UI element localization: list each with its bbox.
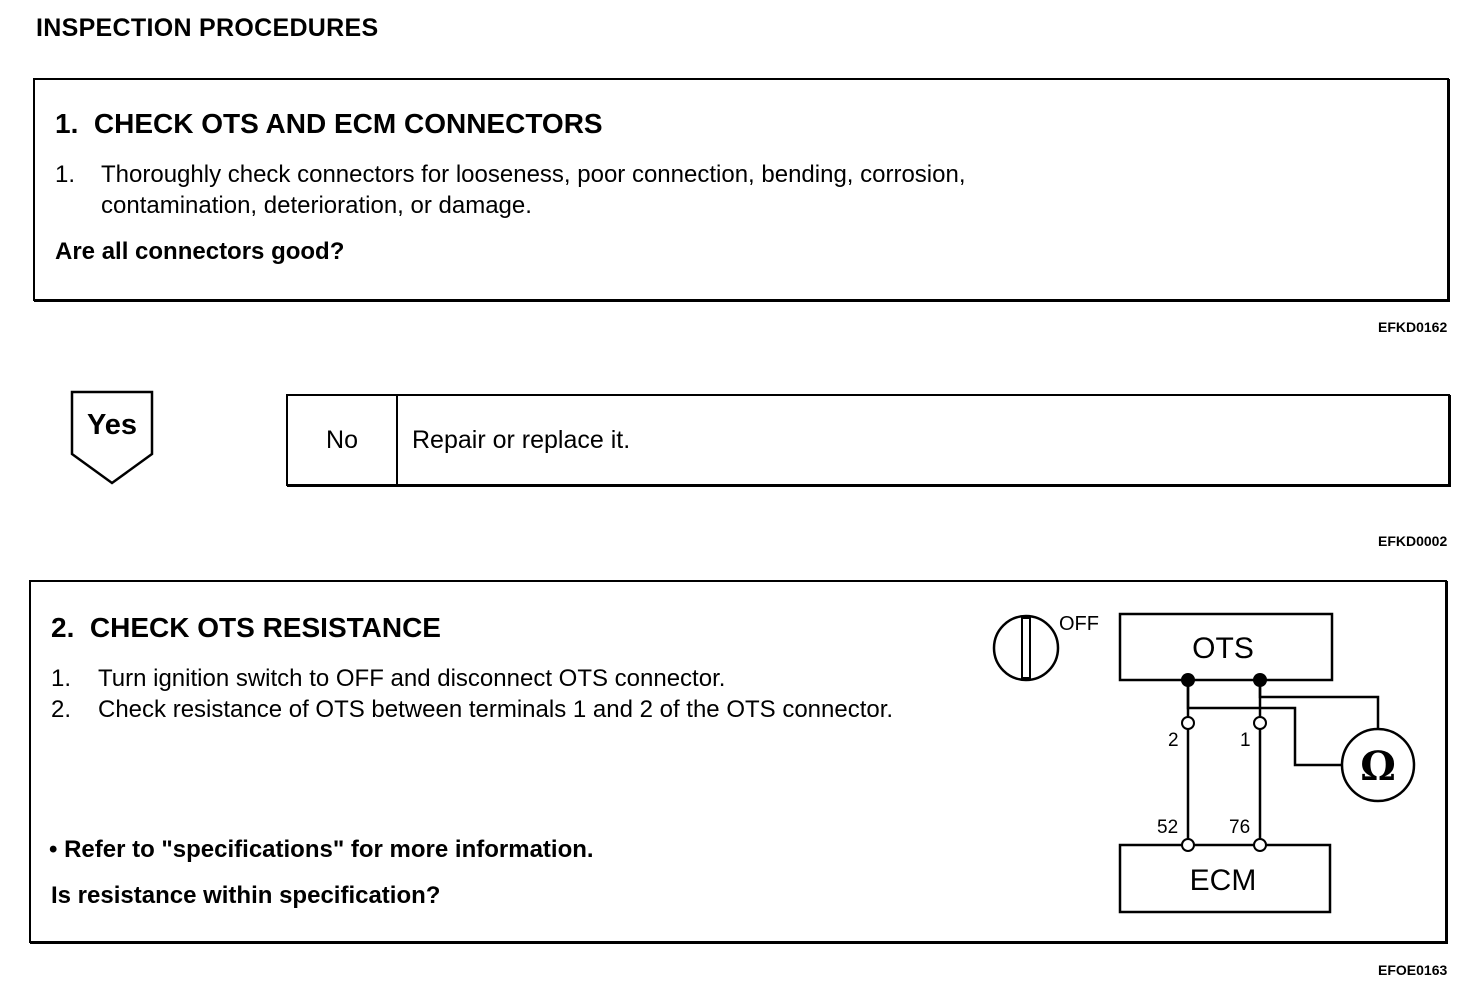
step2-item1-text: Turn ignition switch to OFF and disconne… bbox=[98, 665, 726, 692]
step1-item-number: 1. bbox=[55, 161, 76, 188]
ignition-switch-icon bbox=[992, 614, 1060, 682]
step2-figure-code: EFOE0163 bbox=[1378, 962, 1448, 978]
probe-dot-b bbox=[1253, 673, 1267, 687]
ohmmeter-icon bbox=[1340, 727, 1416, 803]
ots-wiring-diagram: OFF OTS ECM 2 1 52 76 Ω bbox=[992, 612, 1416, 914]
yes-label: Yes bbox=[87, 409, 137, 441]
step2-note: • Refer to "specifications" for more inf… bbox=[49, 836, 594, 863]
ots-terminal-2 bbox=[1181, 716, 1195, 730]
step1-box: 1. CHECK OTS AND ECM CONNECTORS 1. Thoro… bbox=[33, 78, 1449, 301]
ots-pin-label-2: 2 bbox=[1168, 730, 1179, 751]
step1-question: Are all connectors good? bbox=[55, 238, 345, 265]
no-label: No bbox=[288, 396, 398, 484]
page-title: INSPECTION PROCEDURES bbox=[36, 14, 379, 42]
switch-off-label: OFF bbox=[1059, 613, 1099, 635]
step1-figure-code: EFKD0162 bbox=[1378, 319, 1448, 335]
ecm-terminal-52 bbox=[1181, 838, 1195, 852]
step2-item2-number: 2. bbox=[51, 696, 72, 723]
wires bbox=[1186, 680, 1380, 840]
probe-dot-a bbox=[1181, 673, 1195, 687]
ots-component-box bbox=[1118, 612, 1334, 682]
step2-item1-number: 1. bbox=[51, 665, 72, 692]
ots-pin-label-1: 1 bbox=[1240, 730, 1251, 751]
no-branch-box: No Repair or replace it. bbox=[286, 394, 1450, 486]
step1-title: 1. CHECK OTS AND ECM CONNECTORS bbox=[55, 108, 603, 139]
step1-item-line1: Thoroughly check connectors for loosenes… bbox=[101, 161, 966, 188]
ecm-pin-label-76: 76 bbox=[1229, 817, 1250, 838]
ots-terminal-1 bbox=[1253, 716, 1267, 730]
ecm-pin-label-52: 52 bbox=[1157, 817, 1178, 838]
ecm-terminal-76 bbox=[1253, 838, 1267, 852]
yes-arrow bbox=[70, 390, 154, 485]
ecm-label: ECM bbox=[1190, 864, 1257, 897]
ots-label: OTS bbox=[1192, 632, 1254, 665]
step2-question: Is resistance within specification? bbox=[51, 882, 441, 909]
ohm-symbol: Ω bbox=[1360, 743, 1396, 790]
step2-box: 2. CHECK OTS RESISTANCE 1. Turn ignition… bbox=[29, 580, 1447, 943]
step1-item-line2: contamination, deterioration, or damage. bbox=[101, 192, 532, 219]
step2-title: 2. CHECK OTS RESISTANCE bbox=[51, 612, 441, 643]
step2-item2-text: Check resistance of OTS between terminal… bbox=[98, 696, 894, 723]
decision-figure-code: EFKD0002 bbox=[1378, 533, 1448, 549]
ecm-component-box bbox=[1118, 843, 1332, 914]
no-action-text: Repair or replace it. bbox=[412, 425, 631, 454]
